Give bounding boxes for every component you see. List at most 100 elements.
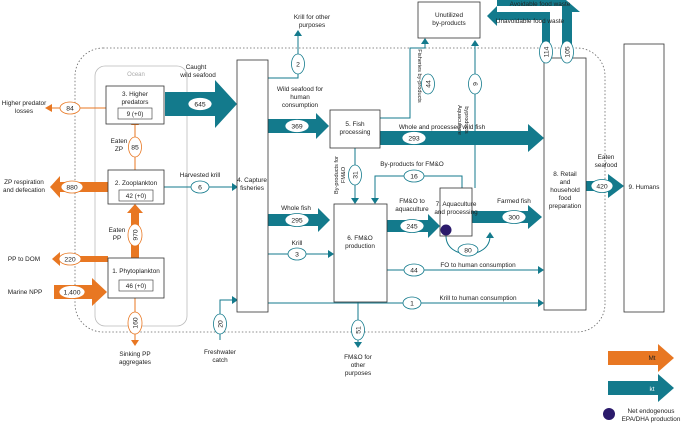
label-sinking-1: Sinking PP	[119, 351, 150, 358]
val-20: 20	[218, 320, 225, 328]
val-44b: 44	[410, 268, 418, 275]
val-3-ellipse	[287, 247, 307, 261]
label-unavoidable: Unavoidable food waste	[496, 18, 565, 25]
box-capture-fisheries	[236, 59, 269, 313]
val-2: 2	[296, 62, 300, 69]
legend-mt-arrow	[608, 344, 674, 372]
val-6-ellipse	[190, 180, 210, 194]
retail-line4: food	[559, 195, 572, 202]
aqua-byproducts-head	[471, 40, 479, 46]
val-105: 105	[565, 46, 572, 58]
label-eaten-zp-2: ZP	[115, 146, 123, 153]
val-84: 84	[66, 106, 74, 113]
fo-human-head	[538, 266, 544, 274]
val-645: 645	[194, 102, 206, 109]
label-krill-human: Krill to human consumption	[439, 295, 517, 302]
label-marine-npp: Marine NPP	[8, 289, 42, 296]
label-eaten-seafood-2: seafood	[595, 162, 618, 169]
val-6: 6	[198, 185, 202, 192]
phyto-value: 46 (+0)	[126, 283, 146, 290]
retail-line2: and	[560, 179, 571, 186]
label-zp-resp-1: ZP respiration	[4, 179, 44, 186]
phyto-title: 1. Phytoplankton	[112, 268, 160, 275]
val-114: 114	[544, 46, 551, 57]
val-295-ellipse	[284, 213, 310, 227]
val-20-ellipse	[213, 313, 227, 335]
label-fo-human: FO to human consumption	[440, 262, 516, 269]
val-300-ellipse	[501, 210, 527, 224]
val-220-ellipse	[58, 252, 82, 266]
val-51-ellipse	[351, 319, 365, 341]
label-higher-pred-losses-1: Higher predator	[2, 100, 47, 107]
label-fmo-aqua-1: FM&O to	[399, 198, 425, 205]
retail-line3: household	[550, 187, 580, 194]
val-1: 1	[410, 301, 414, 308]
label-fmo-other-2: other	[351, 362, 366, 369]
epa-dot-aqua	[440, 224, 452, 236]
legend-epa-dot	[603, 408, 615, 420]
legend-epa-1: Net endogenous	[628, 408, 675, 415]
processing-line2: processing	[340, 129, 371, 136]
val-420: 420	[596, 184, 608, 191]
val-80-ellipse	[457, 243, 479, 257]
val-420-ellipse	[590, 179, 614, 193]
label-wild-human-2: human	[290, 94, 310, 101]
label-fisheries-byproducts: Fisheries by-products	[416, 49, 422, 103]
val-85-ellipse	[128, 136, 142, 158]
freshwater-head	[232, 296, 238, 304]
val-220: 220	[64, 257, 76, 264]
label-caught-2: wild seafood	[179, 72, 216, 79]
box-humans	[623, 43, 665, 313]
val-293-ellipse	[401, 131, 427, 145]
val-1400-ellipse	[58, 285, 86, 299]
aqua-line2: and processing	[434, 209, 478, 216]
val-369: 369	[291, 124, 303, 131]
fmo-line1: 6. FM&O	[347, 235, 373, 242]
val-105-ellipse	[560, 40, 574, 64]
val-31: 31	[353, 171, 360, 179]
label-wild-human-3: consumption	[282, 102, 319, 109]
val-160: 160	[133, 317, 140, 329]
box-fish-processing	[329, 109, 381, 149]
val-114-ellipse	[539, 40, 553, 64]
label-fmo-aqua-2: aquaculture	[395, 206, 429, 213]
label-avoidable: Avoidable food waste	[510, 1, 571, 8]
val-293: 293	[408, 136, 420, 143]
phyto-value-box	[118, 279, 154, 292]
label-higher-pred-losses-2: losses	[15, 108, 33, 115]
label-sinking-2: aggregates	[119, 359, 151, 366]
zoo-value-box	[118, 189, 154, 202]
label-eaten-pp-1: Eaten	[109, 227, 126, 234]
val-31-ellipse	[348, 164, 362, 186]
box-fmo-production	[333, 203, 388, 303]
krill-other-line	[268, 34, 299, 79]
label-caught-1: Caught	[186, 64, 207, 71]
predators-value: 9 (+0)	[127, 111, 144, 118]
fmo-other-head	[354, 342, 362, 348]
label-krill-other-1: Krill for other	[294, 14, 331, 21]
label-freshwater-2: catch	[212, 357, 228, 364]
retail-line1: 8. Retail	[553, 171, 576, 178]
val-245-ellipse	[399, 219, 425, 233]
fisheries-byproducts-line	[380, 42, 426, 119]
val-970-ellipse	[127, 223, 143, 247]
zoo-value: 42 (+0)	[126, 193, 146, 200]
legend-kt-arrow	[608, 374, 674, 402]
val-44a-ellipse	[421, 73, 435, 95]
ocean-label: Ocean	[127, 72, 145, 78]
label-farmed-fish: Farmed fish	[497, 198, 531, 205]
retail-line5: preparation	[549, 203, 582, 210]
capture-line1: 4. Capture	[237, 177, 267, 184]
sinking-head	[131, 340, 139, 346]
val-2-ellipse	[291, 53, 305, 75]
val-369-ellipse	[284, 119, 310, 133]
val-16-ellipse	[403, 169, 425, 183]
label-freshwater-1: Freshwater	[204, 349, 237, 356]
val-44a: 44	[426, 80, 433, 88]
label-fmo-other-3: purposes	[345, 370, 371, 377]
zoo-title: 2. Zooplankton	[115, 180, 158, 187]
loop-80-head	[486, 232, 494, 238]
label-pp-dom: PP to DOM	[8, 256, 40, 263]
fisheries-byproducts-head	[421, 38, 429, 44]
